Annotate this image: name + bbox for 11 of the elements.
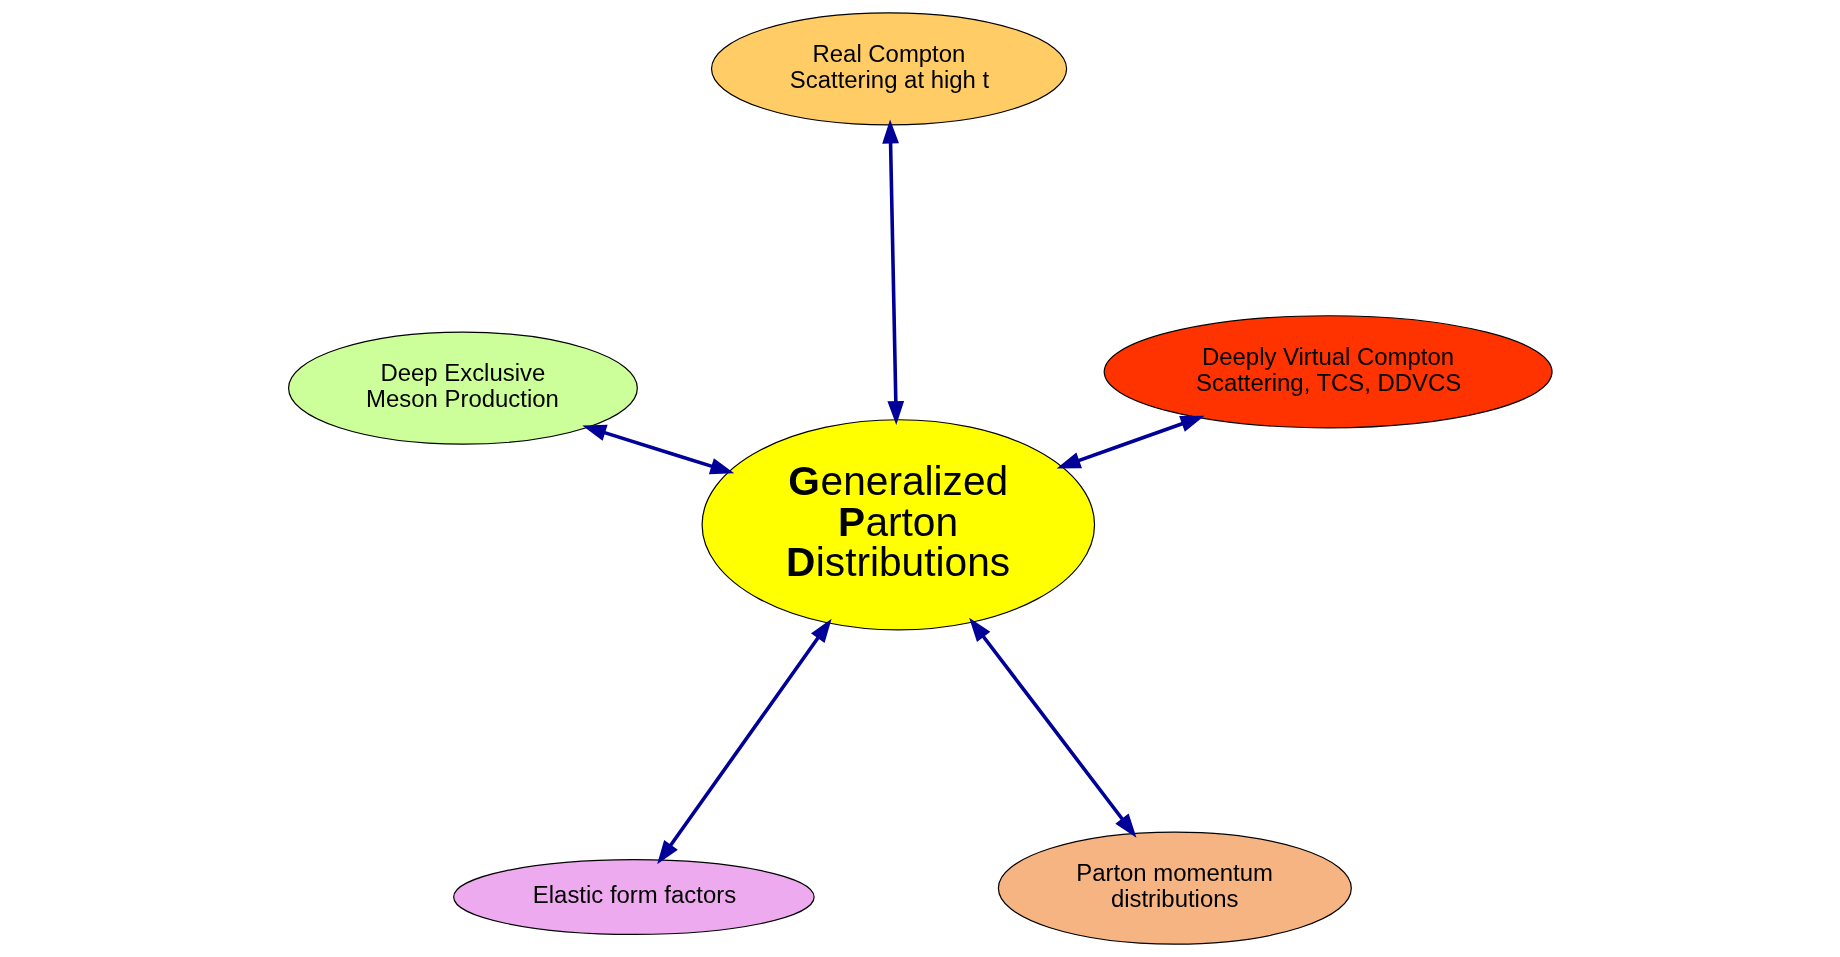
node-ellipse: Deeply Virtual Compton Scattering, TCS, DDVCS [1103, 315, 1553, 429]
node-ellipse: Elastic form factors [452, 859, 815, 935]
node-ellipse: Real Compton Scattering at high t [710, 12, 1067, 126]
arrow [1056, 415, 1205, 469]
node-ellipse: Deep Exclusive Meson Production [287, 331, 638, 445]
arrow [656, 618, 832, 865]
arrow [968, 617, 1136, 838]
node-ellipse: Generalized Parton Distributions [701, 419, 1095, 631]
arrow [881, 119, 904, 426]
arrow [581, 424, 734, 475]
node-ellipse: Parton momentum distributions [997, 831, 1352, 945]
